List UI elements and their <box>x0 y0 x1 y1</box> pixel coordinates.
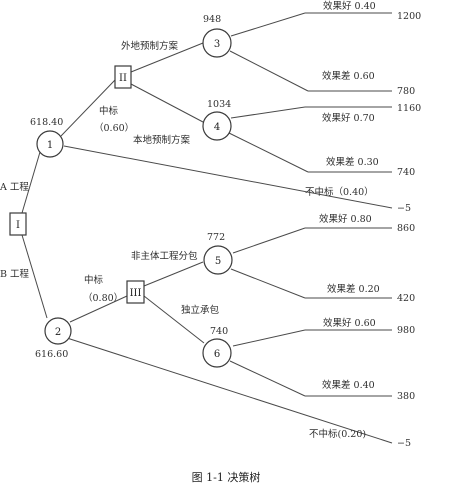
outcome-label-1: 效果好 0.40 <box>323 0 376 12</box>
branch-b-project: B 工程 <box>0 269 30 280</box>
figure-caption: 图 1-1 决策树 <box>192 470 261 484</box>
branch-independent-contract: 独立承包 <box>181 304 220 316</box>
chance-node-5 <box>203 245 233 275</box>
chance-node-2-value: 616.60 <box>35 349 68 360</box>
payoff-7: 420 <box>397 293 415 304</box>
edge-d2-n4 <box>130 83 204 123</box>
branch-lose-a: 不中标（0.40） <box>305 186 374 198</box>
payoff-9: 380 <box>397 391 415 402</box>
edge-d3-n5 <box>143 261 204 287</box>
chance-node-5-label: 5 <box>215 256 221 267</box>
payoff-5: −5 <box>397 203 411 214</box>
branch-win-b-prob: （0.80） <box>83 292 123 304</box>
edge-n5-o7 <box>230 268 306 299</box>
chance-node-3-label: 3 <box>214 39 220 50</box>
chance-node-4-label: 4 <box>214 122 220 133</box>
chance-node-6-label: 6 <box>214 349 220 360</box>
branch-win-a: 中标 <box>99 105 119 117</box>
outcome-label-8: 效果好 0.60 <box>323 317 376 329</box>
chance-node-5-value: 772 <box>207 232 225 243</box>
decision-node-3 <box>126 280 145 304</box>
decision-node-2-label: II <box>119 73 127 84</box>
edge-n1-lose <box>63 145 393 209</box>
edge-n1-d2 <box>60 79 116 137</box>
chance-node-1-value: 618.40 <box>30 117 63 128</box>
edge-n2-d3 <box>69 295 128 323</box>
branch-lose-b: 不中标(0.20) <box>309 428 366 440</box>
edge-root-n2 <box>21 234 48 319</box>
edge-n6-o9 <box>229 360 306 397</box>
branch-win-b: 中标 <box>84 274 104 286</box>
outcome-label-9: 效果差 0.40 <box>322 379 375 391</box>
payoff-8: 980 <box>397 325 415 336</box>
edge-n2-lose <box>66 337 393 444</box>
edge-root-n1 <box>21 151 41 214</box>
payoff-2: 780 <box>397 86 415 97</box>
root-decision-label: I <box>16 220 20 231</box>
chance-node-2 <box>44 317 72 345</box>
chance-node-4-value: 1034 <box>207 99 231 110</box>
chance-node-1 <box>36 130 64 158</box>
root-decision-node <box>9 212 27 236</box>
payoff-6: 860 <box>397 223 415 234</box>
chance-node-3-value: 948 <box>203 14 221 25</box>
payoff-4: 740 <box>397 167 415 178</box>
chance-node-2-label: 2 <box>55 327 61 338</box>
outcome-label-2: 效果差 0.60 <box>322 70 375 82</box>
outcome-label-6: 效果好 0.80 <box>319 213 372 225</box>
edge-d3-n6 <box>143 295 205 344</box>
decision-node-3-label: III <box>130 288 142 299</box>
edge-n4-o4 <box>228 132 309 173</box>
branch-non-main-subcontract: 非主体工程分包 <box>131 250 198 262</box>
branch-foreign-plan: 外地预制方案 <box>121 40 179 52</box>
edge-d2-n3 <box>130 42 204 73</box>
edge-n3-o1 <box>230 12 306 37</box>
edge-n4-o3 <box>230 106 306 119</box>
branch-a-project: A 工程 <box>0 182 29 193</box>
payoff-1: 1200 <box>397 11 421 22</box>
outcome-label-3: 效果好 0.70 <box>322 112 375 124</box>
edge-n3-o2 <box>229 50 309 92</box>
edge-n5-o6 <box>232 227 306 254</box>
chance-node-6 <box>202 338 232 368</box>
payoff-3: 1160 <box>397 103 421 114</box>
chance-node-6-value: 740 <box>210 326 228 337</box>
chance-node-3 <box>202 28 232 58</box>
outcome-label-7: 效果差 0.20 <box>327 283 380 295</box>
outcome-label-4: 效果差 0.30 <box>326 156 379 168</box>
payoff-10: −5 <box>397 438 411 449</box>
branch-win-a-prob: （0.60） <box>94 122 134 134</box>
chance-node-4 <box>202 111 232 141</box>
decision-node-2 <box>114 65 132 89</box>
edge-n6-o8 <box>232 329 306 347</box>
branch-local-plan: 本地预制方案 <box>133 134 191 146</box>
chance-node-1-label: 1 <box>47 140 53 151</box>
